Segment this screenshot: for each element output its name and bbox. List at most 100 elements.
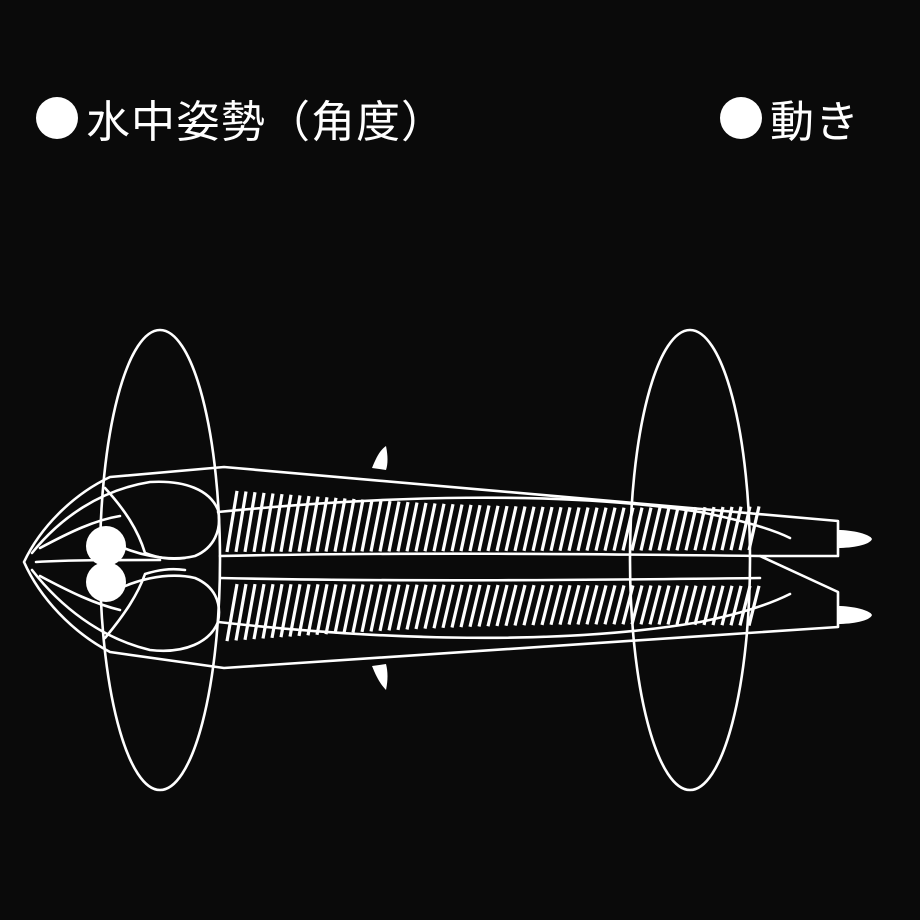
hatch-stroke — [648, 507, 662, 551]
hatch-stroke — [414, 502, 428, 552]
dorsal-fin — [372, 446, 388, 470]
hatch-stroke — [468, 504, 482, 552]
hatch-stroke — [603, 507, 617, 551]
lure-head-lower — [30, 568, 221, 653]
hatch-stroke — [738, 585, 752, 626]
hatch-stroke — [252, 492, 266, 553]
hatch-stroke — [576, 584, 590, 625]
hatch-stroke — [279, 583, 293, 638]
hatch-stroke — [306, 496, 320, 552]
lure-gill-lower — [103, 567, 187, 640]
hatch-stroke — [423, 503, 437, 552]
hatch-band-lower — [225, 583, 761, 642]
hatch-stroke — [279, 494, 293, 553]
ventral-fin — [372, 664, 388, 690]
hatch-stroke — [351, 499, 365, 552]
hatch-stroke — [387, 584, 401, 631]
hatch-stroke — [504, 505, 518, 552]
hatch-stroke — [549, 506, 563, 552]
hatch-stroke — [684, 585, 698, 626]
hatch-stroke — [747, 585, 761, 626]
hatch-stroke — [513, 584, 527, 626]
hatch-stroke — [450, 584, 464, 628]
bullet-dot-icon — [720, 97, 762, 139]
eye-lower-icon — [86, 562, 126, 602]
hatch-stroke — [666, 507, 680, 551]
hatch-stroke — [540, 584, 554, 626]
hatch-stroke — [603, 584, 617, 625]
hatch-stroke — [675, 507, 689, 551]
tail-tip-lower — [838, 606, 872, 624]
lure-mouth-line-upper — [38, 514, 122, 550]
hatch-stroke — [720, 506, 734, 551]
hatch-stroke — [702, 506, 716, 551]
hatch-stroke — [567, 584, 581, 625]
hatch-stroke — [513, 506, 527, 552]
hatch-stroke — [315, 496, 329, 552]
hatch-stroke — [558, 584, 572, 626]
hatch-stroke — [414, 584, 428, 630]
hatch-stroke — [252, 583, 266, 640]
hatch-stroke — [459, 504, 473, 552]
hatch-stroke — [495, 584, 509, 627]
lure-inner-curve-upper — [216, 496, 792, 540]
hatch-stroke — [684, 506, 698, 551]
hatch-stroke — [333, 584, 347, 634]
hatch-stroke — [225, 583, 239, 642]
hatch-stroke — [639, 507, 653, 551]
hatch-stroke — [693, 585, 707, 626]
hatch-stroke — [270, 583, 284, 639]
hatch-stroke — [477, 505, 491, 552]
hatch-stroke — [657, 585, 671, 625]
bullet-dot-icon — [36, 97, 78, 139]
hatch-stroke — [639, 585, 653, 625]
hatch-stroke — [225, 490, 239, 553]
hatch-band-upper — [225, 490, 761, 553]
hatch-stroke — [657, 507, 671, 551]
hatch-stroke — [648, 585, 662, 625]
hatch-stroke — [468, 584, 482, 628]
hatch-stroke — [702, 585, 716, 626]
hatch-stroke — [369, 584, 383, 632]
hatch-stroke — [666, 585, 680, 625]
lure-gill-upper — [103, 486, 187, 561]
hatch-stroke — [450, 504, 464, 552]
hatch-stroke — [396, 584, 410, 631]
hatch-stroke — [612, 507, 626, 551]
hatch-stroke — [630, 507, 644, 551]
hatch-stroke — [315, 584, 329, 636]
hatch-stroke — [729, 585, 743, 626]
hatch-stroke — [333, 498, 347, 552]
hatch-stroke — [594, 584, 608, 625]
hatch-stroke — [711, 585, 725, 626]
hatch-stroke — [522, 506, 536, 552]
hatch-stroke — [351, 584, 365, 633]
hatch-stroke — [360, 584, 374, 633]
hatch-stroke — [297, 495, 311, 552]
hatch-stroke — [747, 506, 761, 551]
lure-mouth-line-lower — [38, 574, 122, 612]
hatch-stroke — [243, 583, 257, 641]
hatch-stroke — [531, 584, 545, 626]
hatch-stroke — [675, 585, 689, 626]
hatch-stroke — [729, 506, 743, 551]
hatch-stroke — [486, 505, 500, 552]
hatch-stroke — [693, 506, 707, 551]
hatch-stroke — [711, 506, 725, 551]
hatch-stroke — [270, 493, 284, 553]
hatch-stroke — [504, 584, 518, 627]
hatch-stroke — [324, 584, 338, 635]
hatch-stroke — [549, 584, 563, 626]
hatch-stroke — [720, 585, 734, 626]
hatch-stroke — [261, 493, 275, 553]
underwater-posture-label: 水中姿勢（角度） — [36, 88, 446, 148]
rotation-ellipse-rear — [628, 328, 752, 792]
hatch-stroke — [585, 507, 599, 552]
hatch-stroke — [396, 501, 410, 552]
lure-inner-curve-lower — [216, 592, 792, 640]
hatch-stroke — [405, 584, 419, 630]
hatch-stroke — [495, 505, 509, 552]
motion-text: 動き — [770, 97, 860, 148]
hatch-stroke — [540, 506, 554, 552]
